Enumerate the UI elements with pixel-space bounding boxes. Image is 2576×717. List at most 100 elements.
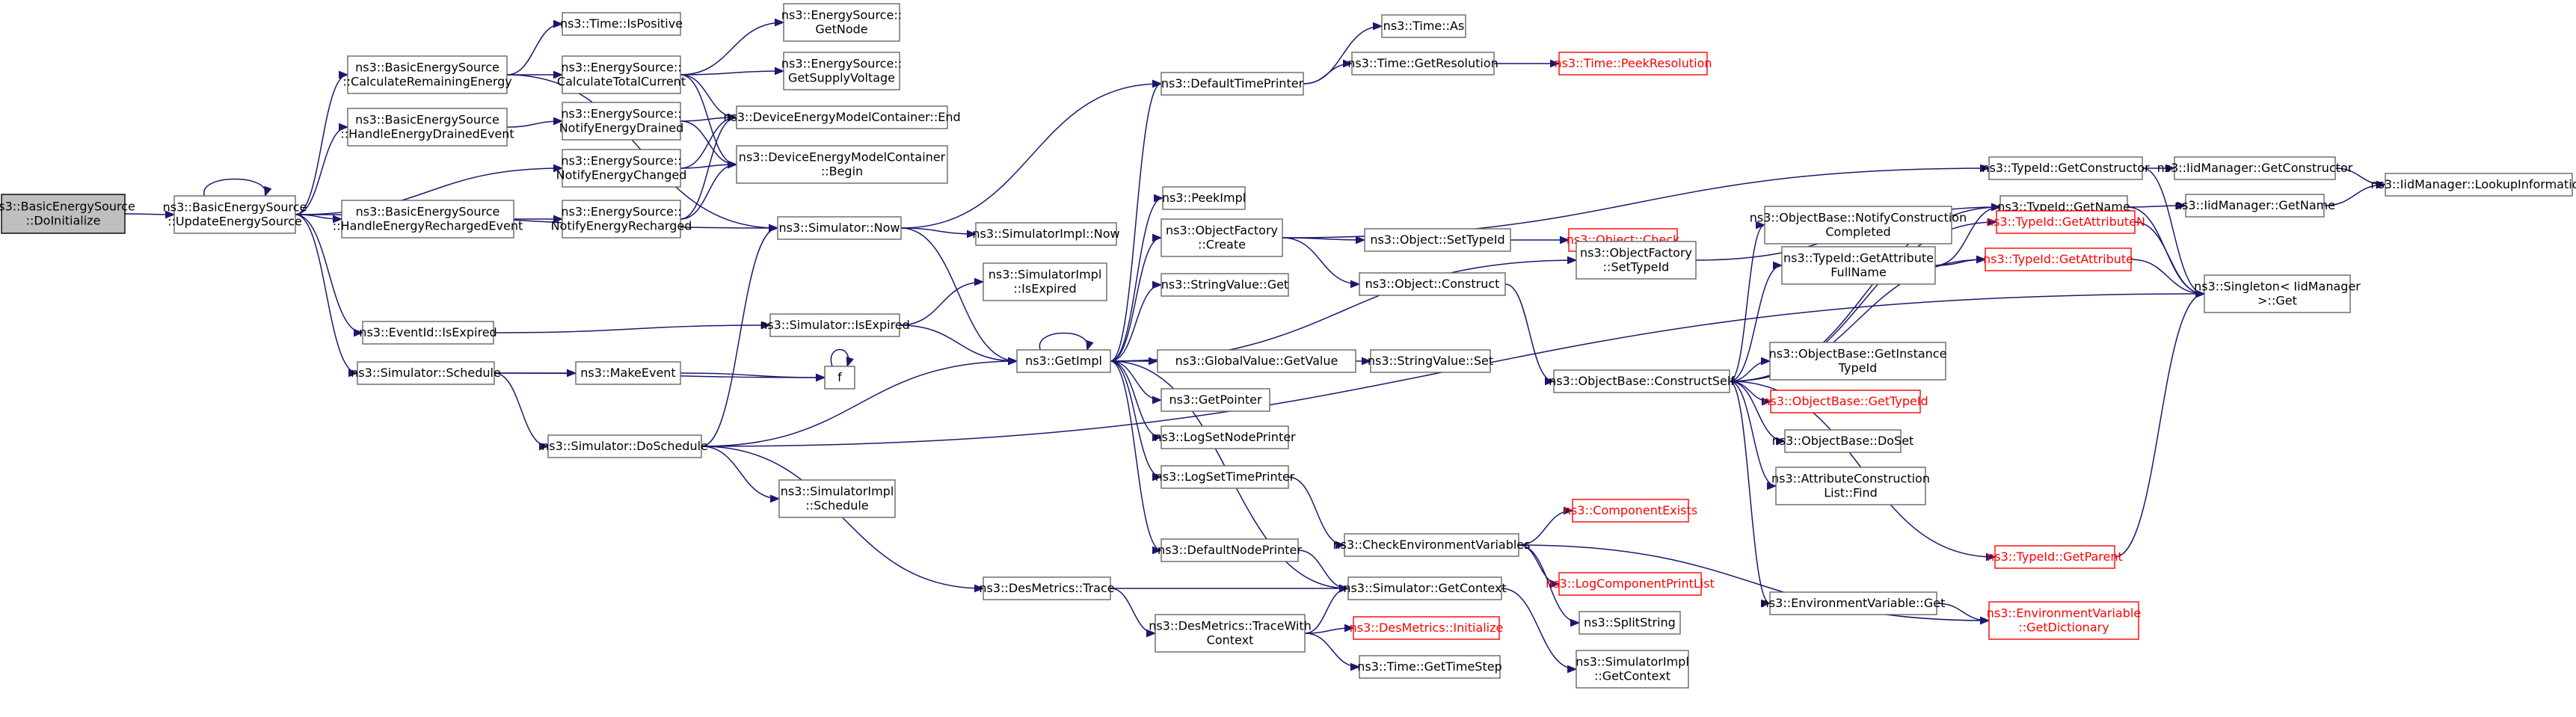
function-node[interactable]: ns3::BasicEnergySource::CalculateRemaini… — [342, 55, 512, 94]
function-node-label: ns3::ObjectFactory — [1580, 246, 1692, 260]
function-node-label: ns3::Object::Construct — [1365, 277, 1500, 291]
function-node[interactable]: ns3::ObjectFactory::SetTypeId — [1576, 241, 1697, 280]
function-node[interactable]: ns3::CheckEnvironmentVariables — [1333, 533, 1531, 557]
function-node[interactable]: ns3::BasicEnergySource::HandleEnergyRech… — [333, 200, 523, 239]
function-node-label: ns3::SimulatorImpl — [781, 484, 894, 499]
function-node-label: ns3::EnergySource:: — [561, 154, 681, 168]
function-node[interactable]: ns3::TypeId::GetAttributeN — [1986, 210, 2145, 234]
function-node[interactable]: ns3::EnergySource::NotifyEnergyRecharged — [551, 200, 692, 239]
function-node[interactable]: ns3::BasicEnergySource::DoInitialize — [0, 194, 135, 234]
function-node[interactable]: ns3::TypeId::GetAttribute — [1983, 247, 2133, 271]
function-node[interactable]: ns3::DeviceEnergyModelContainer::Begin — [736, 145, 948, 184]
function-node[interactable]: ns3::Time::GetTimeStep — [1357, 655, 1502, 679]
call-edge-n43-n47 — [1518, 506, 1574, 546]
function-node[interactable]: ns3::Time::GetResolution — [1347, 52, 1498, 76]
function-node[interactable]: ns3::BasicEnergySource::UpdateEnergySour… — [163, 195, 307, 234]
call-edge-n20-n6 — [701, 224, 779, 447]
function-node[interactable]: f — [824, 366, 855, 390]
function-node[interactable]: ns3::PeekImpl — [1162, 186, 1246, 210]
function-node[interactable]: ns3::DesMetrics::Trace — [979, 576, 1115, 600]
call-edge-n61-n67 — [2127, 201, 2187, 210]
function-node-label: ns3::MakeEvent — [580, 366, 675, 380]
function-node[interactable]: ns3::EnergySource::GetNode — [781, 3, 902, 42]
function-node[interactable]: ns3::EnergySource::NotifyEnergyChanged — [556, 149, 687, 188]
function-node[interactable]: ns3::Object::Construct — [1359, 272, 1506, 296]
function-node[interactable]: ns3::MakeEvent — [575, 361, 681, 385]
function-node[interactable]: ns3::EventId::IsExpired — [359, 321, 497, 345]
function-node[interactable]: ns3::IidManager::GetName — [2174, 194, 2335, 218]
function-node-box — [1775, 467, 1926, 505]
function-node-box — [562, 149, 681, 188]
function-node[interactable]: ns3::LogSetNodePrinter — [1154, 425, 1296, 449]
function-node-box — [769, 313, 900, 337]
function-node-label: ns3::EnergySource:: — [561, 61, 681, 75]
function-node[interactable]: ns3::SimulatorImpl::Now — [972, 222, 1120, 246]
function-node[interactable]: ns3::Simulator::GetContext — [1343, 576, 1507, 600]
function-node-label: ns3::DefaultTimePrinter — [1161, 76, 1304, 90]
function-node[interactable]: ns3::EnergySource::GetSupplyVoltage — [781, 52, 902, 90]
function-node-label: ns3::EnergySource:: — [781, 57, 902, 71]
function-node[interactable]: ns3::GetPointer — [1161, 388, 1270, 412]
function-node[interactable]: ns3::SimulatorImpl::Schedule — [778, 479, 896, 518]
call-edge-n20-n25 — [701, 357, 1018, 447]
function-node[interactable]: ns3::StringValue::Get — [1161, 273, 1289, 297]
function-node-label: ns3::DeviceEnergyModelContainer::End — [723, 110, 960, 124]
call-edge-n6-n26 — [900, 79, 1163, 229]
function-node-box — [983, 262, 1107, 301]
function-node-box — [1988, 601, 2139, 640]
function-node[interactable]: ns3::ObjectBase::NotifyConstructionCompl… — [1750, 206, 1967, 244]
function-node[interactable]: ns3::GlobalValue::GetValue — [1157, 349, 1356, 373]
function-node[interactable]: ns3::LogComponentPrintList — [1546, 572, 1715, 596]
function-node[interactable]: ns3::ComponentExists — [1564, 499, 1697, 523]
function-node[interactable]: ns3::TypeId::GetConstructor — [1982, 156, 2150, 180]
function-node[interactable]: ns3::DefaultNodePrinter — [1158, 538, 1302, 562]
function-node[interactable]: ns3::Simulator::Schedule — [351, 361, 501, 385]
function-node[interactable]: ns3::Object::SetTypeId — [1364, 228, 1511, 252]
function-node[interactable]: ns3::SplitString — [1579, 611, 1681, 635]
function-node-box — [1347, 576, 1502, 600]
function-node[interactable]: ns3::Simulator::Now — [777, 216, 902, 240]
function-node[interactable]: ns3::TypeId::GetParent — [1987, 545, 2123, 569]
function-node[interactable]: ns3::IidManager::LookupInformation — [2370, 173, 2576, 197]
function-node[interactable]: ns3::IidManager::GetConstructor — [2157, 156, 2353, 180]
function-node[interactable]: ns3::DeviceEnergyModelContainer::End — [723, 105, 961, 129]
function-node[interactable]: ns3::StringValue::Set — [1368, 349, 1493, 373]
function-node[interactable]: ns3::Singleton< IidManager >::Get — [2194, 274, 2361, 313]
function-node[interactable]: ns3::GetImpl — [1016, 349, 1111, 373]
function-node-label: ns3::BasicEnergySource — [163, 200, 307, 215]
function-node-label: ns3::ObjectBase::NotifyConstruction — [1750, 211, 1967, 225]
function-node[interactable]: ns3::EnvironmentVariable::Get — [1762, 591, 1946, 615]
function-node[interactable]: ns3::ObjectFactory::Create — [1161, 218, 1283, 257]
function-node[interactable]: ns3::Time::As — [1381, 14, 1466, 38]
function-node[interactable]: ns3::EnergySource::CalculateTotalCurrent — [557, 55, 686, 94]
function-node-label: ns3::Simulator::IsExpired — [760, 318, 910, 332]
function-node[interactable]: ns3::ObjectBase::DoSet — [1772, 429, 1914, 453]
function-node-box — [1988, 156, 2143, 180]
function-node[interactable]: ns3::SimulatorImpl::GetContext — [1576, 650, 1689, 689]
function-node[interactable]: ns3::ObjectBase::GetTypeId — [1762, 390, 1928, 413]
function-node[interactable]: ns3::Simulator::IsExpired — [760, 313, 910, 337]
function-node-label: ns3::Simulator::DoSchedule — [541, 439, 708, 453]
function-node-box — [1364, 228, 1511, 252]
function-node-box — [736, 145, 948, 184]
function-node[interactable]: ns3::Simulator::DoSchedule — [541, 434, 708, 458]
call-edge-n67-n68 — [2323, 180, 2387, 206]
function-node[interactable]: ns3::EnergySource::NotifyEnergyDrained — [559, 102, 684, 141]
function-node[interactable]: ns3::DefaultTimePrinter — [1161, 72, 1304, 96]
function-node[interactable]: ns3::SimulatorImpl::IsExpired — [983, 262, 1107, 301]
function-node[interactable]: ns3::ObjectBase::ConstructSelf — [1549, 369, 1735, 393]
function-node-box — [1579, 611, 1681, 635]
function-node[interactable]: ns3::Time::IsPositive — [560, 12, 683, 36]
function-node[interactable]: ns3::Time::PeekResolution — [1554, 52, 1712, 76]
function-node[interactable]: ns3::EnvironmentVariable::GetDictionary — [1987, 601, 2141, 640]
function-node-label: ns3::DesMetrics::Trace — [979, 581, 1114, 595]
call-edge-n60-n69 — [2142, 167, 2206, 298]
function-node[interactable]: ns3::BasicEnergySource::HandleEnergyDrai… — [340, 108, 514, 147]
function-node[interactable]: ns3::LogSetTimePrinter — [1155, 465, 1295, 489]
function-node[interactable]: ns3::DesMetrics::Initialize — [1350, 616, 1504, 640]
